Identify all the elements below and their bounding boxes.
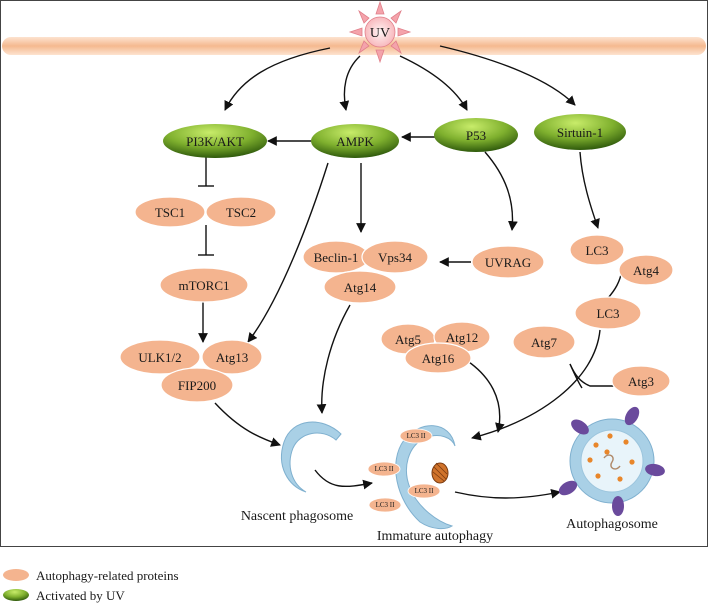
lc3ii-label-2: LC3 II (375, 465, 395, 473)
protein-lc3-mid: LC3 (596, 306, 619, 321)
protein-fip200: FIP200 (178, 378, 216, 393)
protein-atg12: Atg12 (446, 330, 479, 345)
uv-label: UV (370, 26, 390, 41)
protein-tsc1: TSC1 (155, 205, 185, 220)
protein-atg4: Atg4 (633, 263, 660, 278)
nascent-phagosome-icon (280, 421, 342, 493)
protein-atg5: Atg5 (395, 332, 421, 347)
autophagosome-icon (558, 406, 665, 516)
legend-label-protein: Autophagy-related proteins (36, 568, 179, 583)
uv-sun-icon (348, 0, 412, 64)
protein-mtorc1: mTORC1 (178, 278, 229, 293)
cell-membrane (2, 37, 706, 55)
protein-atg3: Atg3 (628, 374, 654, 389)
protein-beclin-1: Beclin-1 (314, 250, 359, 265)
legend-swatch-activated (3, 589, 29, 601)
svg-text:PI3K/AKT: PI3K/AKT (186, 134, 244, 149)
protein-atg7: Atg7 (531, 335, 558, 350)
uv-arrows (224, 45, 576, 111)
node-ampk: AMPK (311, 124, 399, 158)
lc3ii-label-4: LC3 II (376, 501, 396, 509)
protein-uvrag: UVRAG (485, 255, 531, 270)
legend-swatch-protein (3, 569, 29, 581)
protein-lc3-top: LC3 (585, 243, 608, 258)
lc3ii-label-1: LC3 II (407, 432, 427, 440)
caption-autophagosome: Autophagosome (566, 517, 658, 532)
node-p53: P53 (434, 118, 518, 152)
svg-text:Sirtuin-1: Sirtuin-1 (557, 125, 603, 140)
node-sirtuin-1: Sirtuin-1 (534, 114, 626, 150)
lc3ii-label-3: LC3 II (415, 487, 435, 495)
protein-atg14: Atg14 (344, 280, 377, 295)
lc3ii-badges (367, 428, 441, 513)
caption-nascent-phagosome: Nascent phagosome (241, 509, 353, 524)
protein-vps34: Vps34 (378, 250, 412, 265)
caption-immature-autophagy: Immature autophagy (377, 529, 493, 544)
protein-atg16: Atg16 (422, 351, 455, 366)
legend-label-activated: Activated by UV (36, 588, 125, 603)
protein-atg13: Atg13 (216, 350, 249, 365)
node-pi3k-akt: PI3K/AKT (163, 124, 267, 158)
protein-tsc2: TSC2 (226, 205, 256, 220)
protein-ulk12: ULK1/2 (138, 350, 181, 365)
svg-text:P53: P53 (466, 128, 486, 143)
protein-nodes (119, 196, 674, 403)
svg-text:AMPK: AMPK (336, 134, 374, 149)
legend: Autophagy-related proteins Activated by … (3, 568, 179, 603)
pathway-arrows (198, 132, 601, 499)
